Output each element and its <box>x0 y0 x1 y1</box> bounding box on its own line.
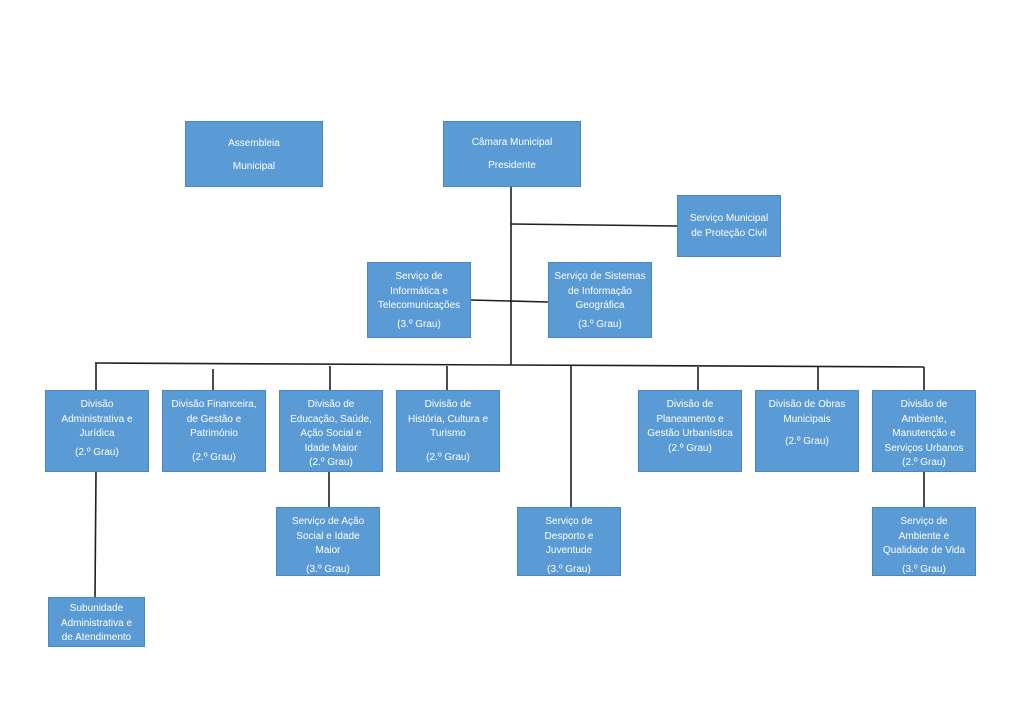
box-text: Municipais <box>783 413 831 425</box>
box-grade: (3.º Grau) <box>547 563 591 575</box>
connector-horizontal-bus <box>94 362 925 368</box>
box-text: Geográfica <box>575 300 625 311</box>
box-text: Ambiente e <box>898 530 950 542</box>
box-grade: (2.º Grau) <box>902 457 946 468</box>
box-text: Social e Idade <box>296 530 360 542</box>
box-text: Serviços Urbanos <box>884 442 964 454</box>
box-text: Municipal <box>232 160 276 172</box>
connector-protecao-civil <box>510 223 678 227</box>
box-text: História, Cultura e <box>407 413 489 425</box>
box-text: Assembleia <box>228 138 280 149</box>
box-text: Educação, Saúde, <box>290 413 372 425</box>
box-text: Planeamento e <box>656 413 724 425</box>
box-text: de Proteção Civil <box>691 227 767 239</box>
box-grade: (2.º Grau) <box>75 446 119 458</box>
box-text: Subunidade <box>69 603 124 614</box>
box-text: Manutenção e <box>892 428 956 439</box>
box-text: Divisão de <box>900 399 948 410</box>
box-text: Serviço de <box>545 516 593 527</box>
box-text: Administrativa e <box>60 617 133 629</box>
box-grade: (2.º Grau) <box>426 451 470 463</box>
box-text: Juventude <box>545 545 593 556</box>
box-text: de Atendimento <box>61 632 132 643</box>
box-text: de Gestão e <box>186 413 242 425</box>
box-divisao-planeamento: Divisão de Planeamento e Gestão Urbaníst… <box>638 390 742 472</box>
box-text: Divisão de <box>307 399 355 410</box>
box-servico-sig: Serviço de Sistemas de Informação Geográ… <box>548 262 652 338</box>
box-text: de Informação <box>568 285 632 297</box>
box-text: Património <box>190 428 238 439</box>
box-text: Turismo <box>430 428 466 439</box>
box-servico-acao-social: Serviço de Ação Social e Idade Maior (3.… <box>276 507 380 576</box>
box-grade: (3.º Grau) <box>902 563 946 575</box>
box-text: Serviço Municipal <box>689 213 769 224</box>
box-divisao-historia: Divisão de História, Cultura e Turismo (… <box>396 390 500 472</box>
box-divisao-educacao: Divisão de Educação, Saúde, Ação Social … <box>279 390 383 472</box>
box-divisao-obras: Divisão de Obras Municipais (2.º Grau) <box>755 390 859 472</box>
box-protecao-civil: Serviço Municipal de Proteção Civil <box>677 195 781 257</box>
box-servico-informatica: Serviço de Informática e Telecomunicaçõe… <box>367 262 471 338</box>
box-servico-ambiente: Serviço de Ambiente e Qualidade de Vida … <box>872 507 976 576</box>
box-subunidade-atendimento: Subunidade Administrativa e de Atendimen… <box>48 597 145 647</box>
box-grade: (2.º Grau) <box>668 442 712 454</box>
box-text: Informática e <box>390 285 448 297</box>
box-text: Divisão de Obras <box>768 399 846 410</box>
box-text: Divisão <box>80 399 114 410</box>
box-text: Divisão de <box>424 399 472 410</box>
box-divisao-administrativa: Divisão Administrativa e Jurídica (2.º G… <box>45 390 149 472</box>
box-text: Gestão Urbanística <box>647 428 733 439</box>
box-text: Maior <box>315 545 341 556</box>
box-assembleia-municipal: Assembleia Municipal <box>185 121 323 187</box>
box-grade: (3.º Grau) <box>397 318 441 330</box>
box-grade: (3.º Grau) <box>578 318 622 330</box>
box-text: Serviço de Ação <box>291 516 365 527</box>
box-text: Presidente <box>488 159 536 171</box>
box-camara-municipal: Câmara Municipal Presidente <box>443 121 581 187</box>
box-divisao-ambiente: Divisão de Ambiente, Manutenção e Serviç… <box>872 390 976 472</box>
box-text: Divisão Financeira, <box>171 399 257 410</box>
box-text: Idade Maior <box>304 442 358 454</box>
box-text: Jurídica <box>79 428 115 439</box>
connector-informatica-sig <box>469 299 549 303</box>
box-text: Câmara Municipal <box>471 137 553 148</box>
box-text: Serviço de <box>900 516 948 527</box>
box-text: Divisão de <box>666 399 714 410</box>
box-text: Serviço de Sistemas <box>554 271 646 282</box>
box-grade: (2.º Grau) <box>192 451 236 463</box>
box-text: Serviço de <box>395 271 443 282</box>
box-text: Ambiente, <box>901 413 947 425</box>
box-divisao-financeira: Divisão Financeira, de Gestão e Patrimón… <box>162 390 266 472</box>
connector-subunidade <box>94 471 97 598</box>
box-servico-desporto: Serviço de Desporto e Juventude (3.º Gra… <box>517 507 621 576</box>
box-grade: (2.º Grau) <box>785 436 829 447</box>
box-text: Desporto e <box>544 530 594 542</box>
box-text: Qualidade de Vida <box>882 545 966 556</box>
box-text: Telecomunicações <box>377 300 461 311</box>
box-grade: (3.º Grau) <box>306 563 350 575</box>
box-grade: (2.º Grau) <box>309 457 353 468</box>
box-text: Ação Social e <box>300 428 362 439</box>
box-text: Administrativa e <box>61 413 133 425</box>
